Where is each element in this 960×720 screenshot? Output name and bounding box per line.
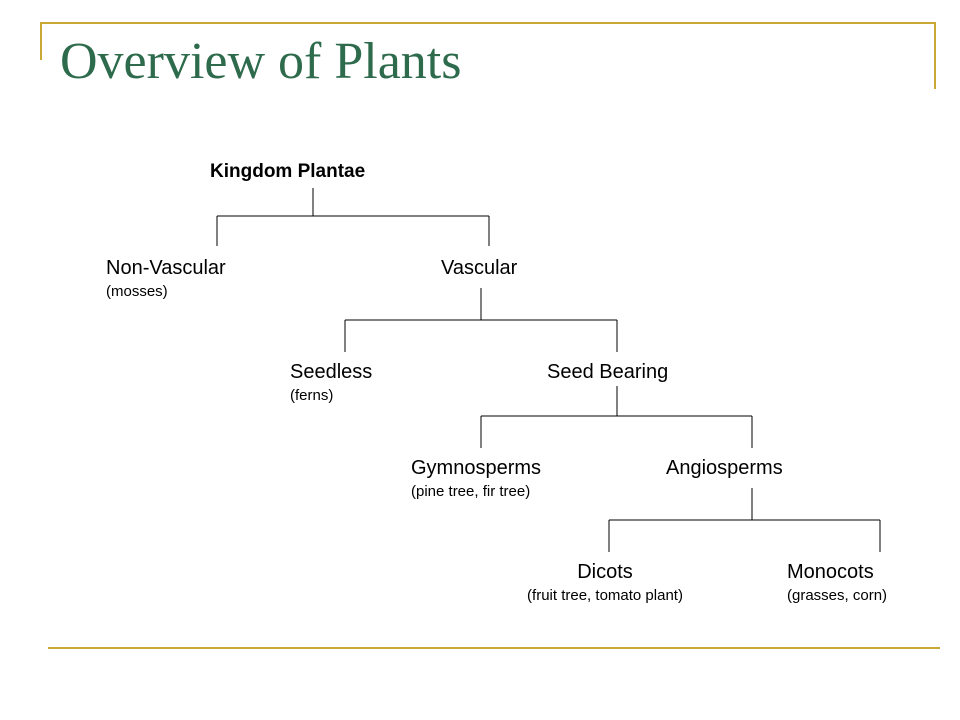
node-label: Angiosperms (666, 457, 783, 479)
slide-frame-gap (38, 60, 44, 90)
node-kingdom-plantae: Kingdom Plantae (210, 160, 365, 184)
node-non-vascular: Non-Vascular (mosses) (106, 256, 226, 301)
node-monocots: Monocots (grasses, corn) (787, 560, 887, 605)
node-seedless: Seedless (ferns) (290, 360, 372, 405)
node-example: (fruit tree, tomato plant) (527, 587, 683, 604)
node-label: Monocots (787, 561, 874, 583)
node-dicots: Dicots (fruit tree, tomato plant) (500, 560, 710, 605)
node-label: Gymnosperms (411, 457, 542, 479)
node-label: Seed Bearing (547, 361, 669, 383)
node-gymnosperms: Gymnosperms (pine tree, fir tree) (411, 456, 541, 501)
node-vascular: Vascular (441, 256, 517, 280)
node-label: Non-Vascular (106, 257, 226, 279)
node-label: Dicots (577, 561, 633, 583)
node-label: Kingdom Plantae (210, 161, 366, 182)
node-example: (grasses, corn) (787, 587, 888, 604)
node-seed-bearing: Seed Bearing (547, 360, 668, 384)
node-example: (ferns) (290, 387, 334, 404)
node-example: (mosses) (106, 283, 168, 300)
node-label: Vascular (441, 257, 518, 279)
node-angiosperms: Angiosperms (666, 456, 783, 480)
node-label: Seedless (290, 361, 373, 383)
slide-frame-bottom-rule (48, 647, 940, 649)
slide-title: Overview of Plants (60, 33, 462, 90)
node-example: (pine tree, fir tree) (411, 483, 531, 500)
slide-frame-top (40, 22, 936, 89)
